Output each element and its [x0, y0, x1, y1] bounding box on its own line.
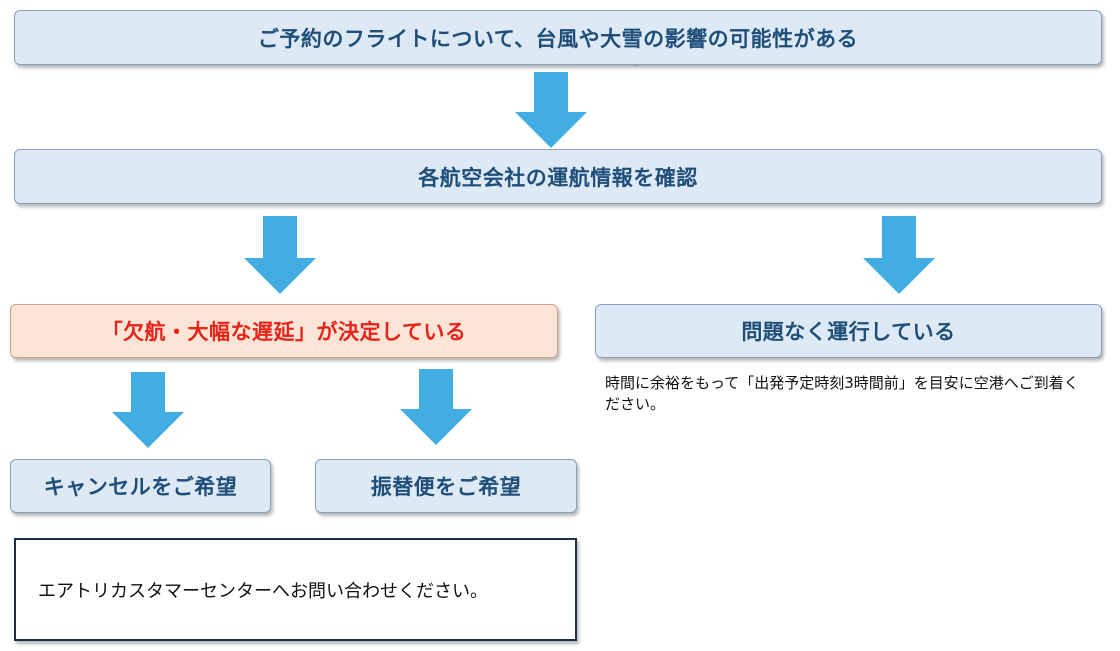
- cancel-option-text: キャンセルをご希望: [43, 475, 238, 499]
- start-condition-box: ご予約のフライトについて、台風や大雪の影響の可能性がある: [14, 10, 1102, 65]
- arrow-down-icon: [515, 72, 587, 148]
- normal-status-text: 問題なく運行している: [741, 320, 956, 344]
- check-info-box: 各航空会社の運航情報を確認: [14, 149, 1102, 204]
- cancel-option-box: キャンセルをご希望: [10, 459, 271, 513]
- arrow-down-icon: [244, 216, 316, 294]
- contact-notice-text: エアトリカスタマーセンターへお問い合わせください。: [38, 580, 488, 602]
- transfer-option-box: 振替便をご希望: [315, 459, 577, 513]
- transfer-option-text: 振替便をご希望: [370, 475, 522, 499]
- normal-status-box: 問題なく運行している: [595, 304, 1102, 358]
- cancelled-status-box: 「欠航・大幅な遅延」が決定している: [10, 304, 558, 358]
- divider-tick: [634, 64, 639, 66]
- check-info-text: 各航空会社の運航情報を確認: [418, 165, 698, 190]
- arrow-down-icon: [400, 369, 472, 445]
- arrow-down-icon: [863, 216, 935, 294]
- start-condition-text: ご予約のフライトについて、台風や大雪の影響の可能性がある: [257, 26, 859, 51]
- normal-status-note: 時間に余裕をもって「出発予定時刻3時間前」を目安に空港へご到着ください。: [605, 374, 1079, 413]
- contact-notice-box: エアトリカスタマーセンターへお問い合わせください。: [14, 538, 577, 641]
- arrow-down-icon: [112, 372, 184, 448]
- cancelled-status-text: 「欠航・大幅な遅延」が決定している: [101, 320, 467, 344]
